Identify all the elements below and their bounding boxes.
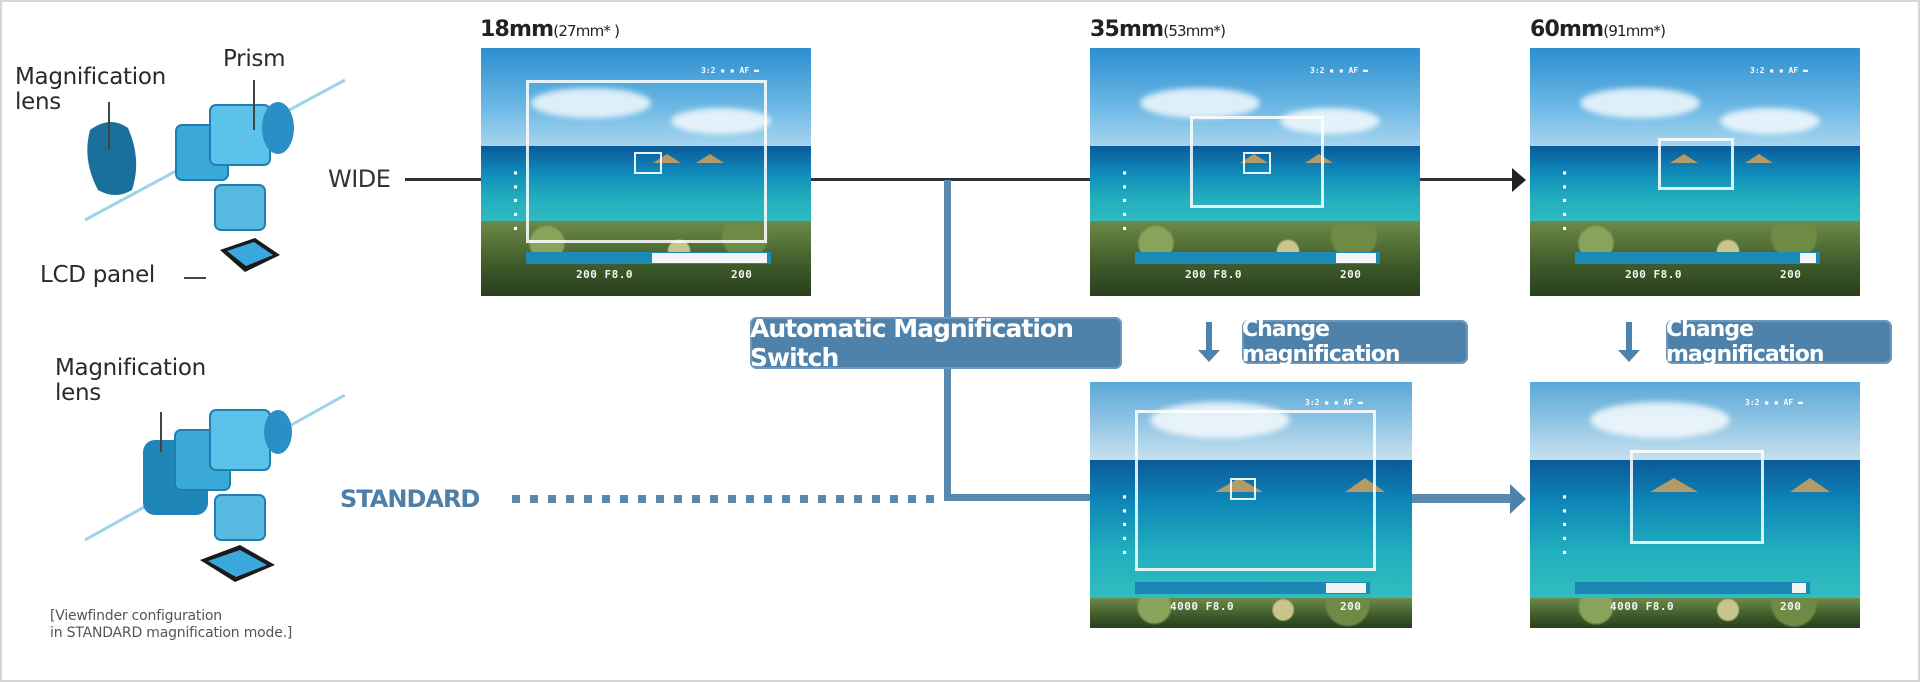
bright-frame bbox=[1190, 116, 1324, 208]
top-info: 3:2 ▪ ▪ AF ▬ bbox=[1745, 398, 1803, 407]
caption-line: [Viewfinder configuration bbox=[50, 608, 222, 624]
readout-exposure: 200 F8.0 bbox=[576, 268, 633, 281]
leader-line bbox=[184, 277, 206, 279]
bright-frame bbox=[1135, 410, 1376, 571]
viewfinder-standard-35mm: 3:2 ▪ ▪ AF ▬ ▪ ▪ ▪ ▪ ▪ 4000 F8.0 200 bbox=[1090, 382, 1412, 628]
label-line: Magnification bbox=[55, 355, 206, 381]
focal-equiv: (53mm*) bbox=[1163, 22, 1226, 40]
leader-line bbox=[160, 412, 162, 452]
viewfinder-standard-60mm: 3:2 ▪ ▪ AF ▬ ▪ ▪ ▪ ▪ ▪ 4000 F8.0 200 bbox=[1530, 382, 1860, 628]
label-line: lens bbox=[15, 89, 61, 115]
wide-optics-illustration bbox=[70, 50, 360, 290]
prism-shape bbox=[209, 409, 271, 471]
optical-path-diagram-standard bbox=[84, 393, 346, 582]
focal-main: 18mm bbox=[480, 17, 554, 42]
top-info: 3:2 ▪ ▪ AF ▬ bbox=[1310, 66, 1368, 75]
leader-line bbox=[253, 80, 255, 130]
wide-line-18-35 bbox=[811, 178, 1090, 181]
bright-frame bbox=[526, 80, 767, 243]
viewfinder-wide-18mm: 3:2 ▪ ▪ AF ▬ ▪ ▪ ▪ ▪ ▪ 200 F8.0 200 bbox=[481, 48, 811, 296]
standard-optics-illustration bbox=[70, 380, 360, 600]
leader-line bbox=[108, 102, 110, 150]
af-frame bbox=[1230, 478, 1256, 500]
mode-label-standard: STANDARD bbox=[340, 485, 480, 513]
arrow-down-icon bbox=[1198, 322, 1220, 362]
label-prism: Prism bbox=[223, 46, 286, 72]
exposure-bar bbox=[1575, 582, 1810, 594]
arrow-right-blue-icon bbox=[1510, 484, 1526, 514]
side-info: ▪ ▪ ▪ ▪ ▪ bbox=[1120, 168, 1129, 233]
readout-exposure: 200 F8.0 bbox=[1625, 268, 1682, 281]
change-magnification-label-35mm: Change magnification bbox=[1242, 317, 1468, 367]
readout-exposure: 4000 F8.0 bbox=[1170, 600, 1235, 613]
readout-exposure: 200 F8.0 bbox=[1185, 268, 1242, 281]
arrow-down-icon bbox=[1618, 322, 1640, 362]
lens-cube-shape bbox=[214, 184, 266, 231]
readout-iso: 200 bbox=[731, 268, 753, 281]
focal-equiv: (27mm* ) bbox=[553, 22, 620, 40]
magnification-lens-shape bbox=[87, 121, 137, 195]
side-info: ▪ ▪ ▪ ▪ ▪ bbox=[1120, 492, 1129, 557]
bright-frame bbox=[1658, 138, 1734, 190]
readout-iso: 200 bbox=[1340, 600, 1362, 613]
readout-iso: 200 bbox=[1340, 268, 1362, 281]
side-info: ▪ ▪ ▪ ▪ ▪ bbox=[1560, 168, 1569, 233]
readout-exposure: 4000 F8.0 bbox=[1610, 600, 1675, 613]
caption-standard-config: [Viewfinder configuration in STANDARD ma… bbox=[50, 608, 292, 642]
exposure-bar bbox=[526, 252, 771, 264]
label-magnification-lens-standard: Magnification lens bbox=[55, 356, 206, 406]
viewfinder-wide-35mm: 3:2 ▪ ▪ AF ▬ ▪ ▪ ▪ ▪ ▪ 200 F8.0 200 bbox=[1090, 48, 1420, 296]
caption-line: in STANDARD magnification mode.] bbox=[50, 625, 293, 641]
label-magnification-lens-wide: Magnification lens bbox=[15, 65, 166, 115]
top-info: 3:2 ▪ ▪ AF ▬ bbox=[1305, 398, 1363, 407]
wide-connector-line bbox=[405, 178, 481, 181]
prism-shape bbox=[209, 104, 271, 166]
wide-arrow-35-60 bbox=[1420, 178, 1515, 181]
label-line: lens bbox=[55, 380, 101, 406]
eyepiece-shape bbox=[262, 102, 294, 154]
standard-arrow-line bbox=[1412, 494, 1512, 503]
focal-title-18mm: 18mm(27mm* ) bbox=[480, 17, 620, 42]
auto-magnification-switch-label: Automatic Magnification Switch bbox=[750, 314, 1122, 372]
standard-dotted-line bbox=[512, 495, 940, 503]
readout-iso: 200 bbox=[1780, 600, 1802, 613]
exposure-bar bbox=[1135, 582, 1370, 594]
side-info: ▪ ▪ ▪ ▪ ▪ bbox=[511, 168, 520, 233]
focal-equiv: (91mm*) bbox=[1603, 22, 1666, 40]
readout-iso: 200 bbox=[1780, 268, 1802, 281]
label-lcd-panel: LCD panel bbox=[40, 262, 156, 288]
focal-title-35mm: 35mm(53mm*) bbox=[1090, 17, 1226, 42]
focal-title-60mm: 60mm(91mm*) bbox=[1530, 17, 1666, 42]
af-frame bbox=[634, 152, 662, 174]
arrow-right-icon bbox=[1512, 168, 1526, 192]
af-frame bbox=[1243, 152, 1271, 174]
side-info: ▪ ▪ ▪ ▪ ▪ bbox=[1560, 492, 1569, 557]
exposure-bar bbox=[1575, 252, 1820, 264]
eyepiece-shape bbox=[264, 410, 292, 454]
top-info: 3:2 ▪ ▪ AF ▬ bbox=[701, 66, 759, 75]
bright-frame bbox=[1630, 450, 1764, 544]
label-line: Magnification bbox=[15, 64, 166, 90]
mode-label-wide: WIDE bbox=[328, 165, 391, 193]
focal-main: 60mm bbox=[1530, 17, 1604, 42]
optical-path-diagram bbox=[84, 78, 346, 272]
standard-link-line bbox=[944, 494, 1090, 501]
change-magnification-label-60mm: Change magnification bbox=[1666, 317, 1892, 367]
top-info: 3:2 ▪ ▪ AF ▬ bbox=[1750, 66, 1808, 75]
lens-cube-shape bbox=[214, 494, 266, 541]
exposure-bar bbox=[1135, 252, 1380, 264]
viewfinder-wide-60mm: 3:2 ▪ ▪ AF ▬ ▪ ▪ ▪ ▪ ▪ 200 F8.0 200 bbox=[1530, 48, 1860, 296]
focal-main: 35mm bbox=[1090, 17, 1164, 42]
